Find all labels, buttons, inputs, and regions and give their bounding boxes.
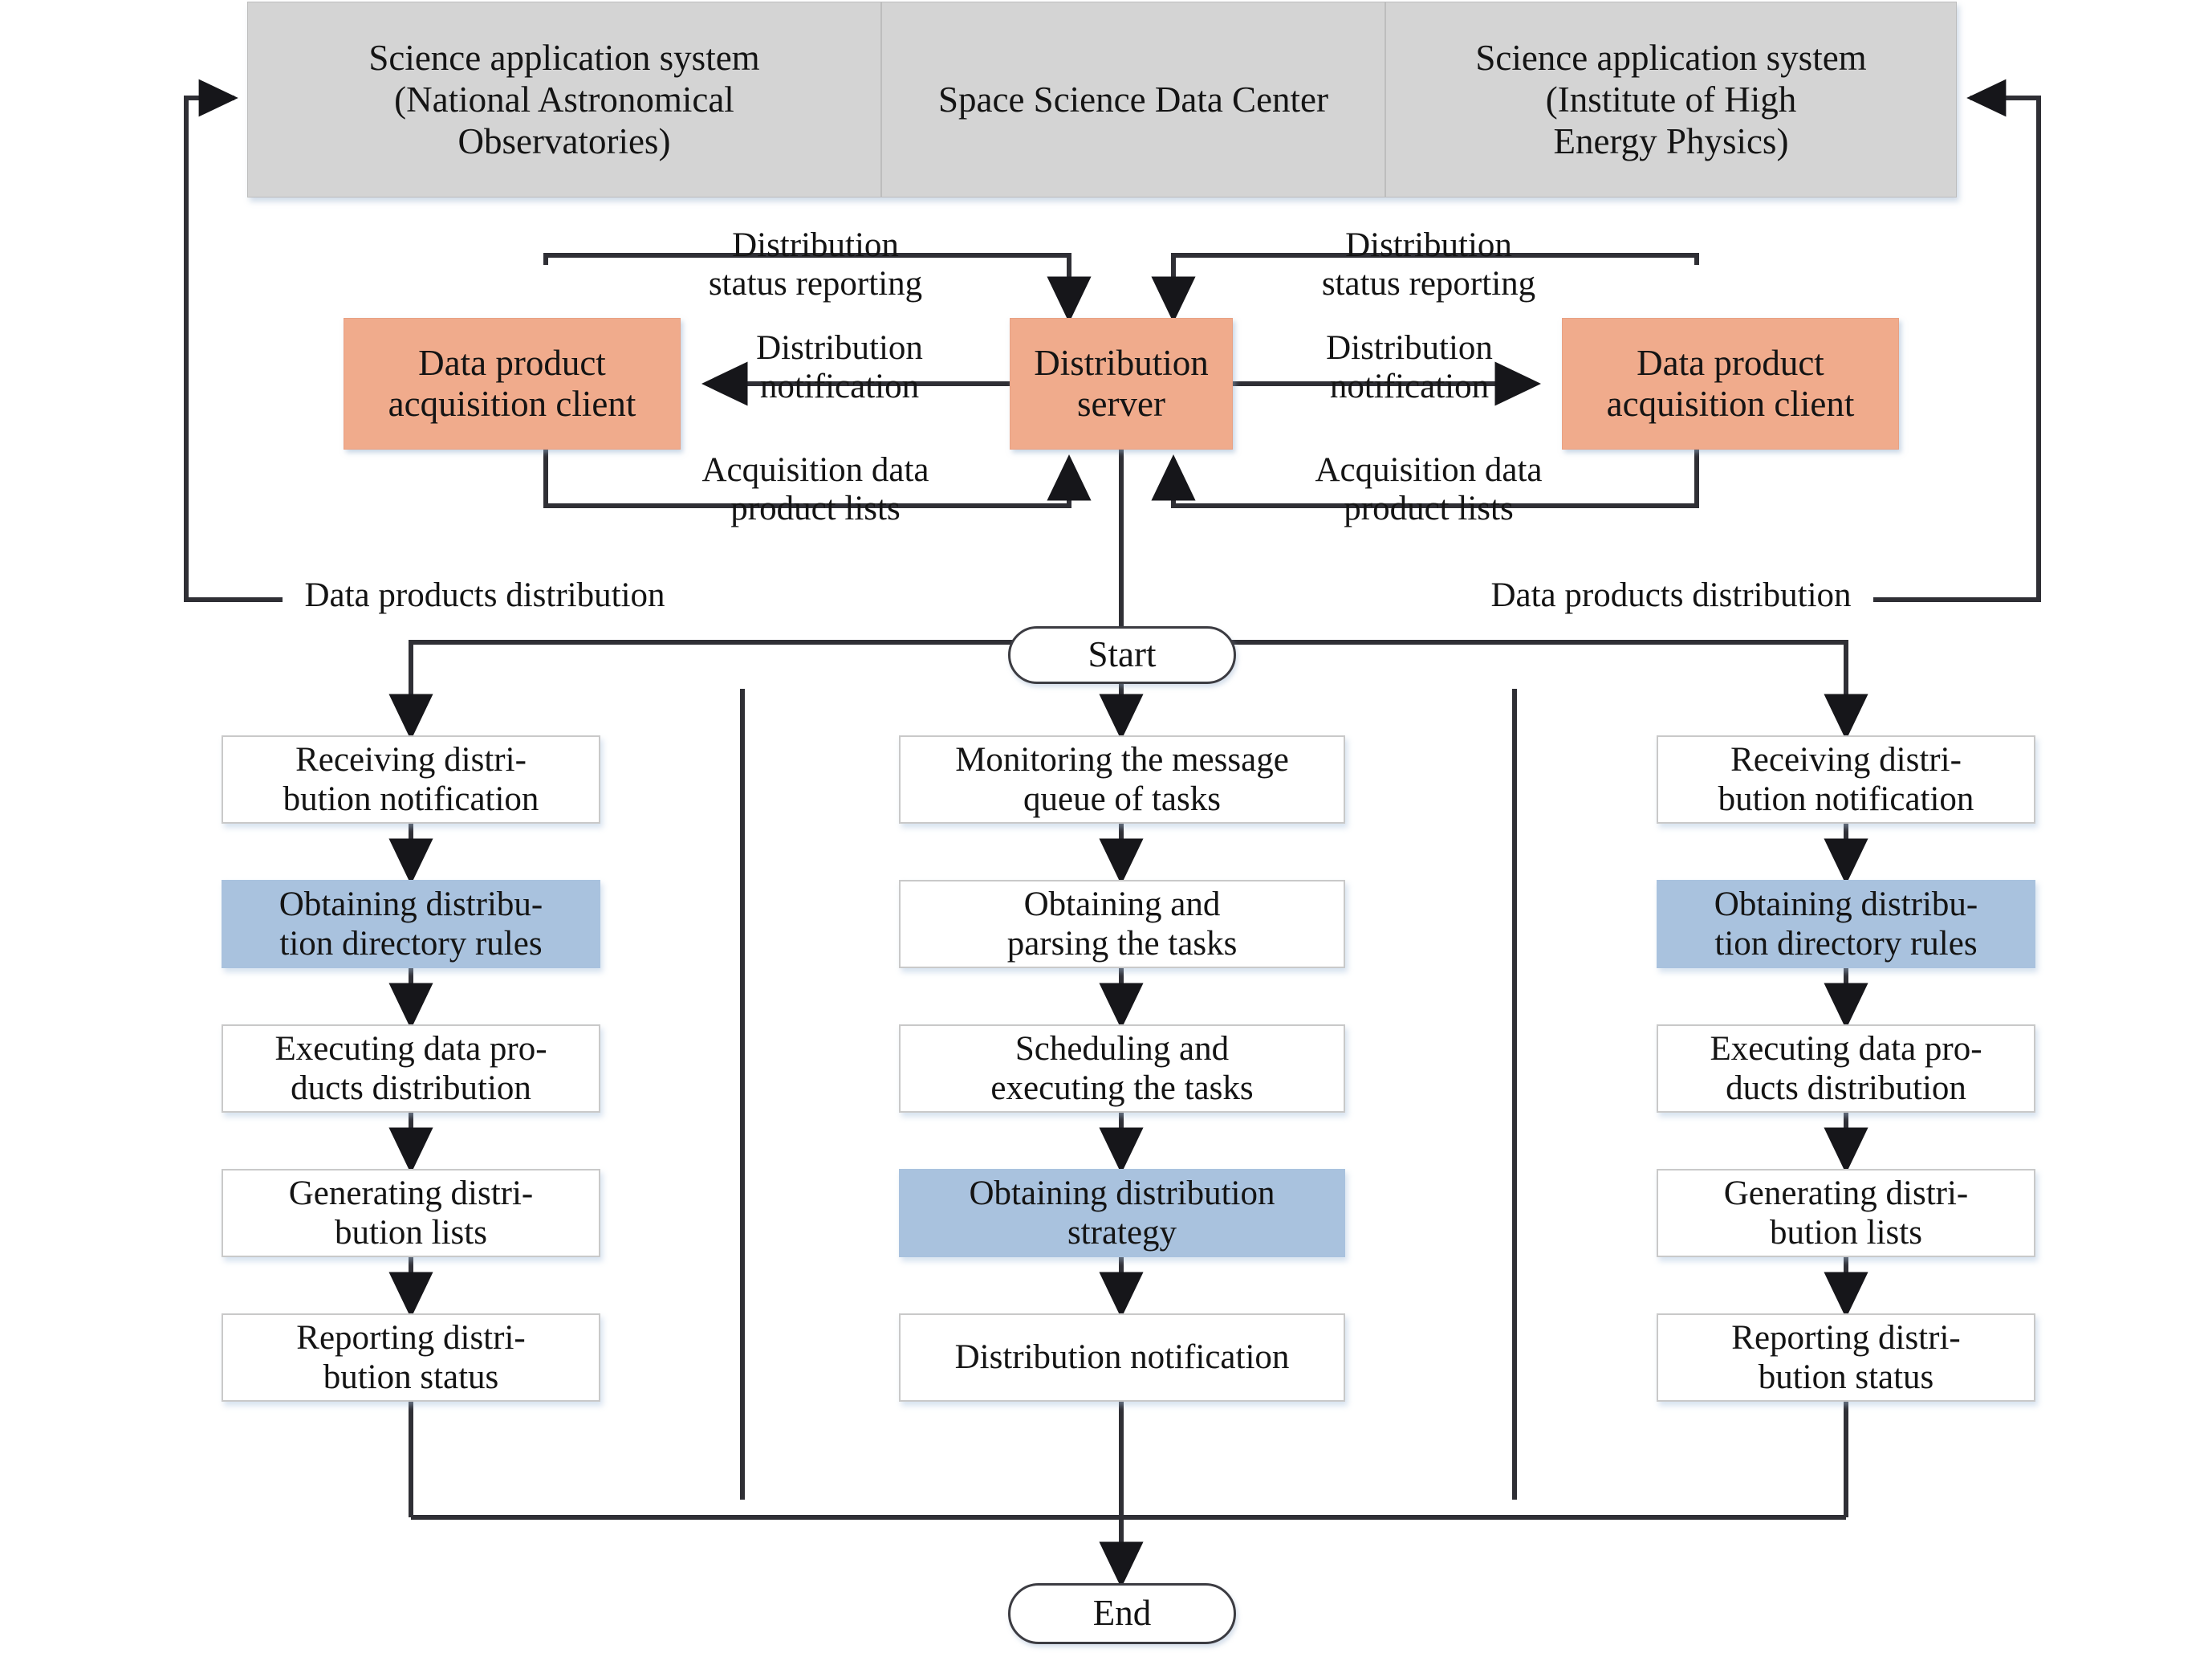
label-data-products-distribution-left: Data products distribution xyxy=(283,576,687,616)
center-step-4-obtaining-distribution-strategy[interactable]: Obtaining distribution strategy xyxy=(899,1169,1345,1257)
center-step-3-scheduling-executing-tasks[interactable]: Scheduling and executing the tasks xyxy=(899,1024,1345,1113)
left-step-5-reporting-distribution-status[interactable]: Reporting distri- bution status xyxy=(222,1313,600,1402)
label-distribution-notification-left: Distribution notification xyxy=(756,329,923,406)
right-step-2-obtaining-distribution-directory-rules[interactable]: Obtaining distribu- tion directory rules xyxy=(1657,880,2035,968)
header-cell-national-astronomical-observatories: Science application system (National Ast… xyxy=(247,2,881,197)
start-terminator[interactable]: Start xyxy=(1008,626,1236,684)
left-step-3-executing-data-products-distribution[interactable]: Executing data pro- ducts distribution xyxy=(222,1024,600,1113)
right-step-3-executing-data-products-distribution[interactable]: Executing data pro- ducts distribution xyxy=(1657,1024,2035,1113)
left-step-2-obtaining-distribution-directory-rules[interactable]: Obtaining distribu- tion directory rules xyxy=(222,880,600,968)
left-step-1-receiving-distribution-notification[interactable]: Receiving distri- bution notification xyxy=(222,735,600,824)
label-status-reporting-right: Distribution status reporting xyxy=(1321,226,1536,303)
end-terminator[interactable]: End xyxy=(1008,1583,1236,1644)
right-step-5-reporting-distribution-status[interactable]: Reporting distri- bution status xyxy=(1657,1313,2035,1402)
label-distribution-notification-right: Distribution notification xyxy=(1326,329,1493,406)
data-product-acquisition-client-left[interactable]: Data product acquisition client xyxy=(344,318,681,450)
label-status-reporting-left: Distribution status reporting xyxy=(708,226,923,303)
header-cell-space-science-data-center: Space Science Data Center xyxy=(881,2,1385,197)
label-data-products-distribution-right: Data products distribution xyxy=(1469,576,1873,616)
header-band: Science application system (National Ast… xyxy=(247,2,1957,197)
data-product-acquisition-client-right[interactable]: Data product acquisition client xyxy=(1562,318,1899,450)
right-step-1-receiving-distribution-notification[interactable]: Receiving distri- bution notification xyxy=(1657,735,2035,824)
center-step-1-monitoring-message-queue[interactable]: Monitoring the message queue of tasks xyxy=(899,735,1345,824)
center-step-2-obtaining-parsing-tasks[interactable]: Obtaining and parsing the tasks xyxy=(899,880,1345,968)
left-step-4-generating-distribution-lists[interactable]: Generating distri- bution lists xyxy=(222,1169,600,1257)
label-acquisition-lists-right: Acquisition data product lists xyxy=(1315,451,1543,528)
header-cell-institute-of-high-energy-physics: Science application system (Institute of… xyxy=(1385,2,1957,197)
center-step-5-distribution-notification[interactable]: Distribution notification xyxy=(899,1313,1345,1402)
label-acquisition-lists-left: Acquisition data product lists xyxy=(701,451,929,528)
right-step-4-generating-distribution-lists[interactable]: Generating distri- bution lists xyxy=(1657,1169,2035,1257)
distribution-server[interactable]: Distribution server xyxy=(1010,318,1233,450)
